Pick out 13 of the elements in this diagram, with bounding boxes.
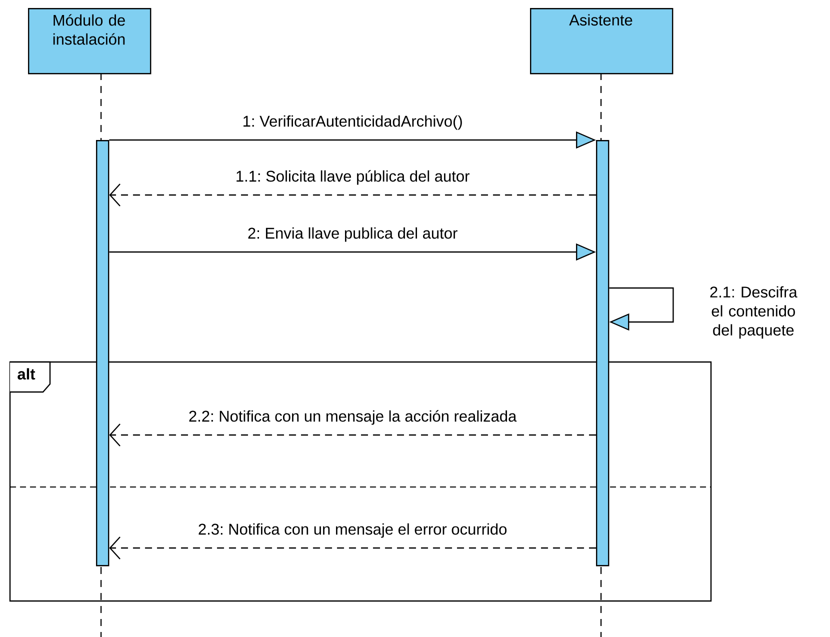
- message-label: 1: VerificarAutenticidadArchivo(): [244, 115, 462, 130]
- message-arrow: [609, 287, 674, 331]
- message-label: 1.1: Solicita llave pública del autor: [236, 170, 470, 185]
- message-label: 2: Envia llave publica del autor: [248, 227, 458, 242]
- activation-bar: [96, 140, 110, 566]
- message-arrow: [109, 424, 596, 446]
- message-label: 2.3: Notifica con un mensaje el error ocurrido: [198, 523, 507, 538]
- message-label: 2.2: Notifica con un mensaje la acción realizada: [189, 410, 517, 425]
- message-label: 2.1: Descifra el contenido del paquete: [710, 286, 798, 339]
- message-arrow: [109, 536, 596, 560]
- message-arrow: [109, 184, 596, 206]
- lifeline-head: Módulo de instalación: [28, 8, 152, 74]
- lifeline-head: Asistente: [530, 8, 674, 74]
